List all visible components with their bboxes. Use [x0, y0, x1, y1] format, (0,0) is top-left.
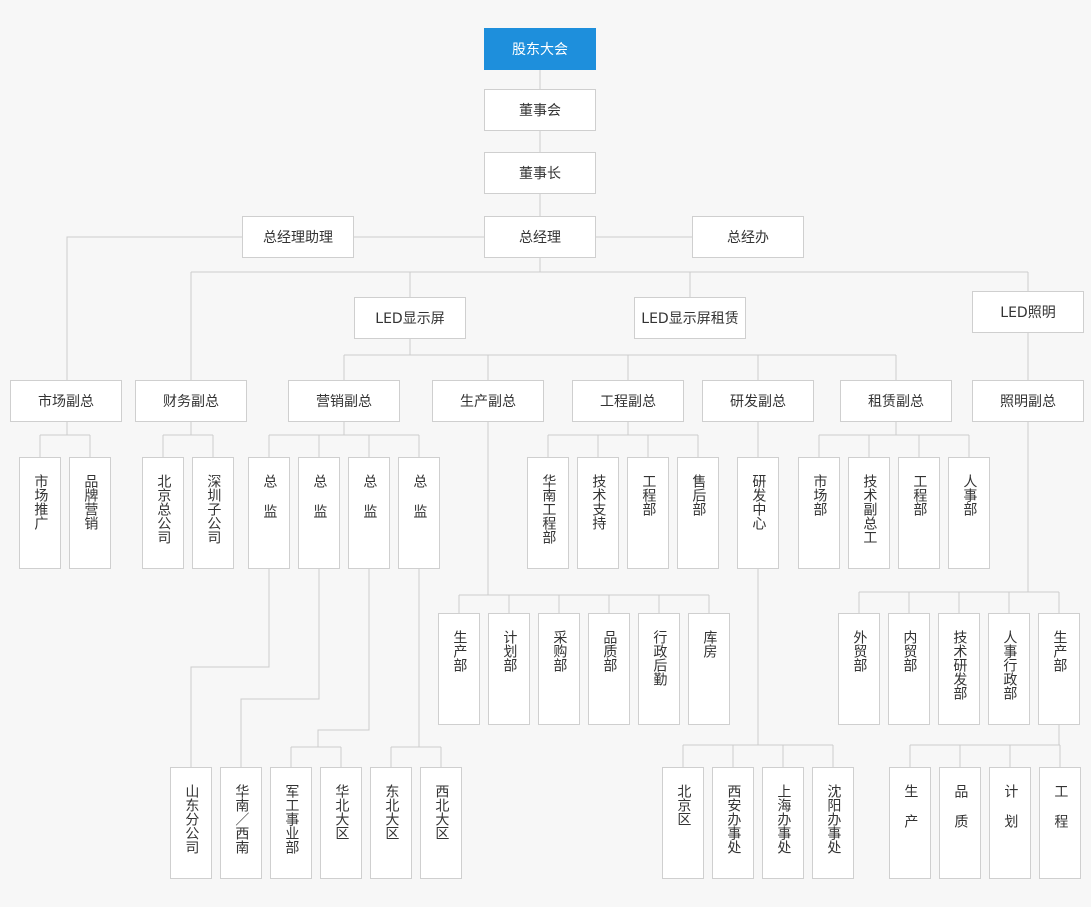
node-northeast-region[interactable]: 东北大区: [370, 767, 412, 879]
connector-line-64: [317, 569, 370, 747]
node-beijing-hq[interactable]: 北京总公司: [142, 457, 184, 569]
node-lighting-plan[interactable]: 计划: [989, 767, 1031, 879]
node-engineering-dept-1[interactable]: 工程部: [627, 457, 669, 569]
node-director-1[interactable]: 总监: [248, 457, 290, 569]
node-led-display[interactable]: LED显示屏: [354, 297, 466, 339]
node-domestic-trade[interactable]: 内贸部: [888, 613, 930, 725]
node-shandong-branch[interactable]: 山东分公司: [170, 767, 212, 879]
node-led-lighting[interactable]: LED照明: [972, 291, 1084, 333]
node-south-southwest[interactable]: 华南／西南: [220, 767, 262, 879]
node-shanghai-office[interactable]: 上海办事处: [762, 767, 804, 879]
node-northwest-region[interactable]: 西北大区: [420, 767, 462, 879]
node-board[interactable]: 董事会: [484, 89, 596, 131]
node-lighting-production[interactable]: 生产部: [1038, 613, 1080, 725]
node-vp-finance[interactable]: 财务副总: [135, 380, 247, 422]
node-purchasing-dept[interactable]: 采购部: [538, 613, 580, 725]
connector-line-62: [190, 569, 270, 767]
node-hr-dept[interactable]: 人事部: [948, 457, 990, 569]
node-gm-office[interactable]: 总经办: [692, 216, 804, 258]
node-north-china-region[interactable]: 华北大区: [320, 767, 362, 879]
node-director-4[interactable]: 总监: [398, 457, 440, 569]
connector-line-5: [66, 236, 242, 380]
node-lighting-engineering[interactable]: 工程: [1039, 767, 1081, 879]
node-director-2[interactable]: 总监: [298, 457, 340, 569]
node-led-rental[interactable]: LED显示屏租赁: [634, 297, 746, 339]
node-vp-rnd[interactable]: 研发副总: [702, 380, 814, 422]
node-market-promotion[interactable]: 市场推广: [19, 457, 61, 569]
node-engineering-dept-2[interactable]: 工程部: [898, 457, 940, 569]
node-beijing-district[interactable]: 北京区: [662, 767, 704, 879]
node-quality-dept[interactable]: 品质部: [588, 613, 630, 725]
node-vp-sales[interactable]: 营销副总: [288, 380, 400, 422]
node-warehouse[interactable]: 库房: [688, 613, 730, 725]
node-vp-production[interactable]: 生产副总: [432, 380, 544, 422]
node-rnd-center[interactable]: 研发中心: [737, 457, 779, 569]
node-foreign-trade[interactable]: 外贸部: [838, 613, 880, 725]
node-tech-rnd-dept[interactable]: 技术研发部: [938, 613, 980, 725]
node-director-3[interactable]: 总监: [348, 457, 390, 569]
node-lighting-produce[interactable]: 生产: [889, 767, 931, 879]
node-military-division[interactable]: 军工事业部: [270, 767, 312, 879]
node-brand-marketing[interactable]: 品牌营销: [69, 457, 111, 569]
node-planning-dept[interactable]: 计划部: [488, 613, 530, 725]
node-hr-admin-dept[interactable]: 人事行政部: [988, 613, 1030, 725]
node-vp-lighting[interactable]: 照明副总: [972, 380, 1084, 422]
node-production-dept[interactable]: 生产部: [438, 613, 480, 725]
connector-line-63: [240, 569, 320, 767]
node-after-sales[interactable]: 售后部: [677, 457, 719, 569]
node-xian-office[interactable]: 西安办事处: [712, 767, 754, 879]
node-market-dept[interactable]: 市场部: [798, 457, 840, 569]
node-shareholders-meeting[interactable]: 股东大会: [484, 28, 596, 70]
node-tech-support[interactable]: 技术支持: [577, 457, 619, 569]
node-shenyang-office[interactable]: 沈阳办事处: [812, 767, 854, 879]
node-south-china-eng[interactable]: 华南工程部: [527, 457, 569, 569]
node-general-manager[interactable]: 总经理: [484, 216, 596, 258]
node-lighting-quality[interactable]: 品质: [939, 767, 981, 879]
node-deputy-chief-eng[interactable]: 技术副总工: [848, 457, 890, 569]
node-admin-logistics[interactable]: 行政后勤: [638, 613, 680, 725]
node-vp-market[interactable]: 市场副总: [10, 380, 122, 422]
node-vp-rental[interactable]: 租赁副总: [840, 380, 952, 422]
node-vp-engineering[interactable]: 工程副总: [572, 380, 684, 422]
node-chairman[interactable]: 董事长: [484, 152, 596, 194]
node-shenzhen-sub[interactable]: 深圳子公司: [192, 457, 234, 569]
node-gm-assistant[interactable]: 总经理助理: [242, 216, 354, 258]
